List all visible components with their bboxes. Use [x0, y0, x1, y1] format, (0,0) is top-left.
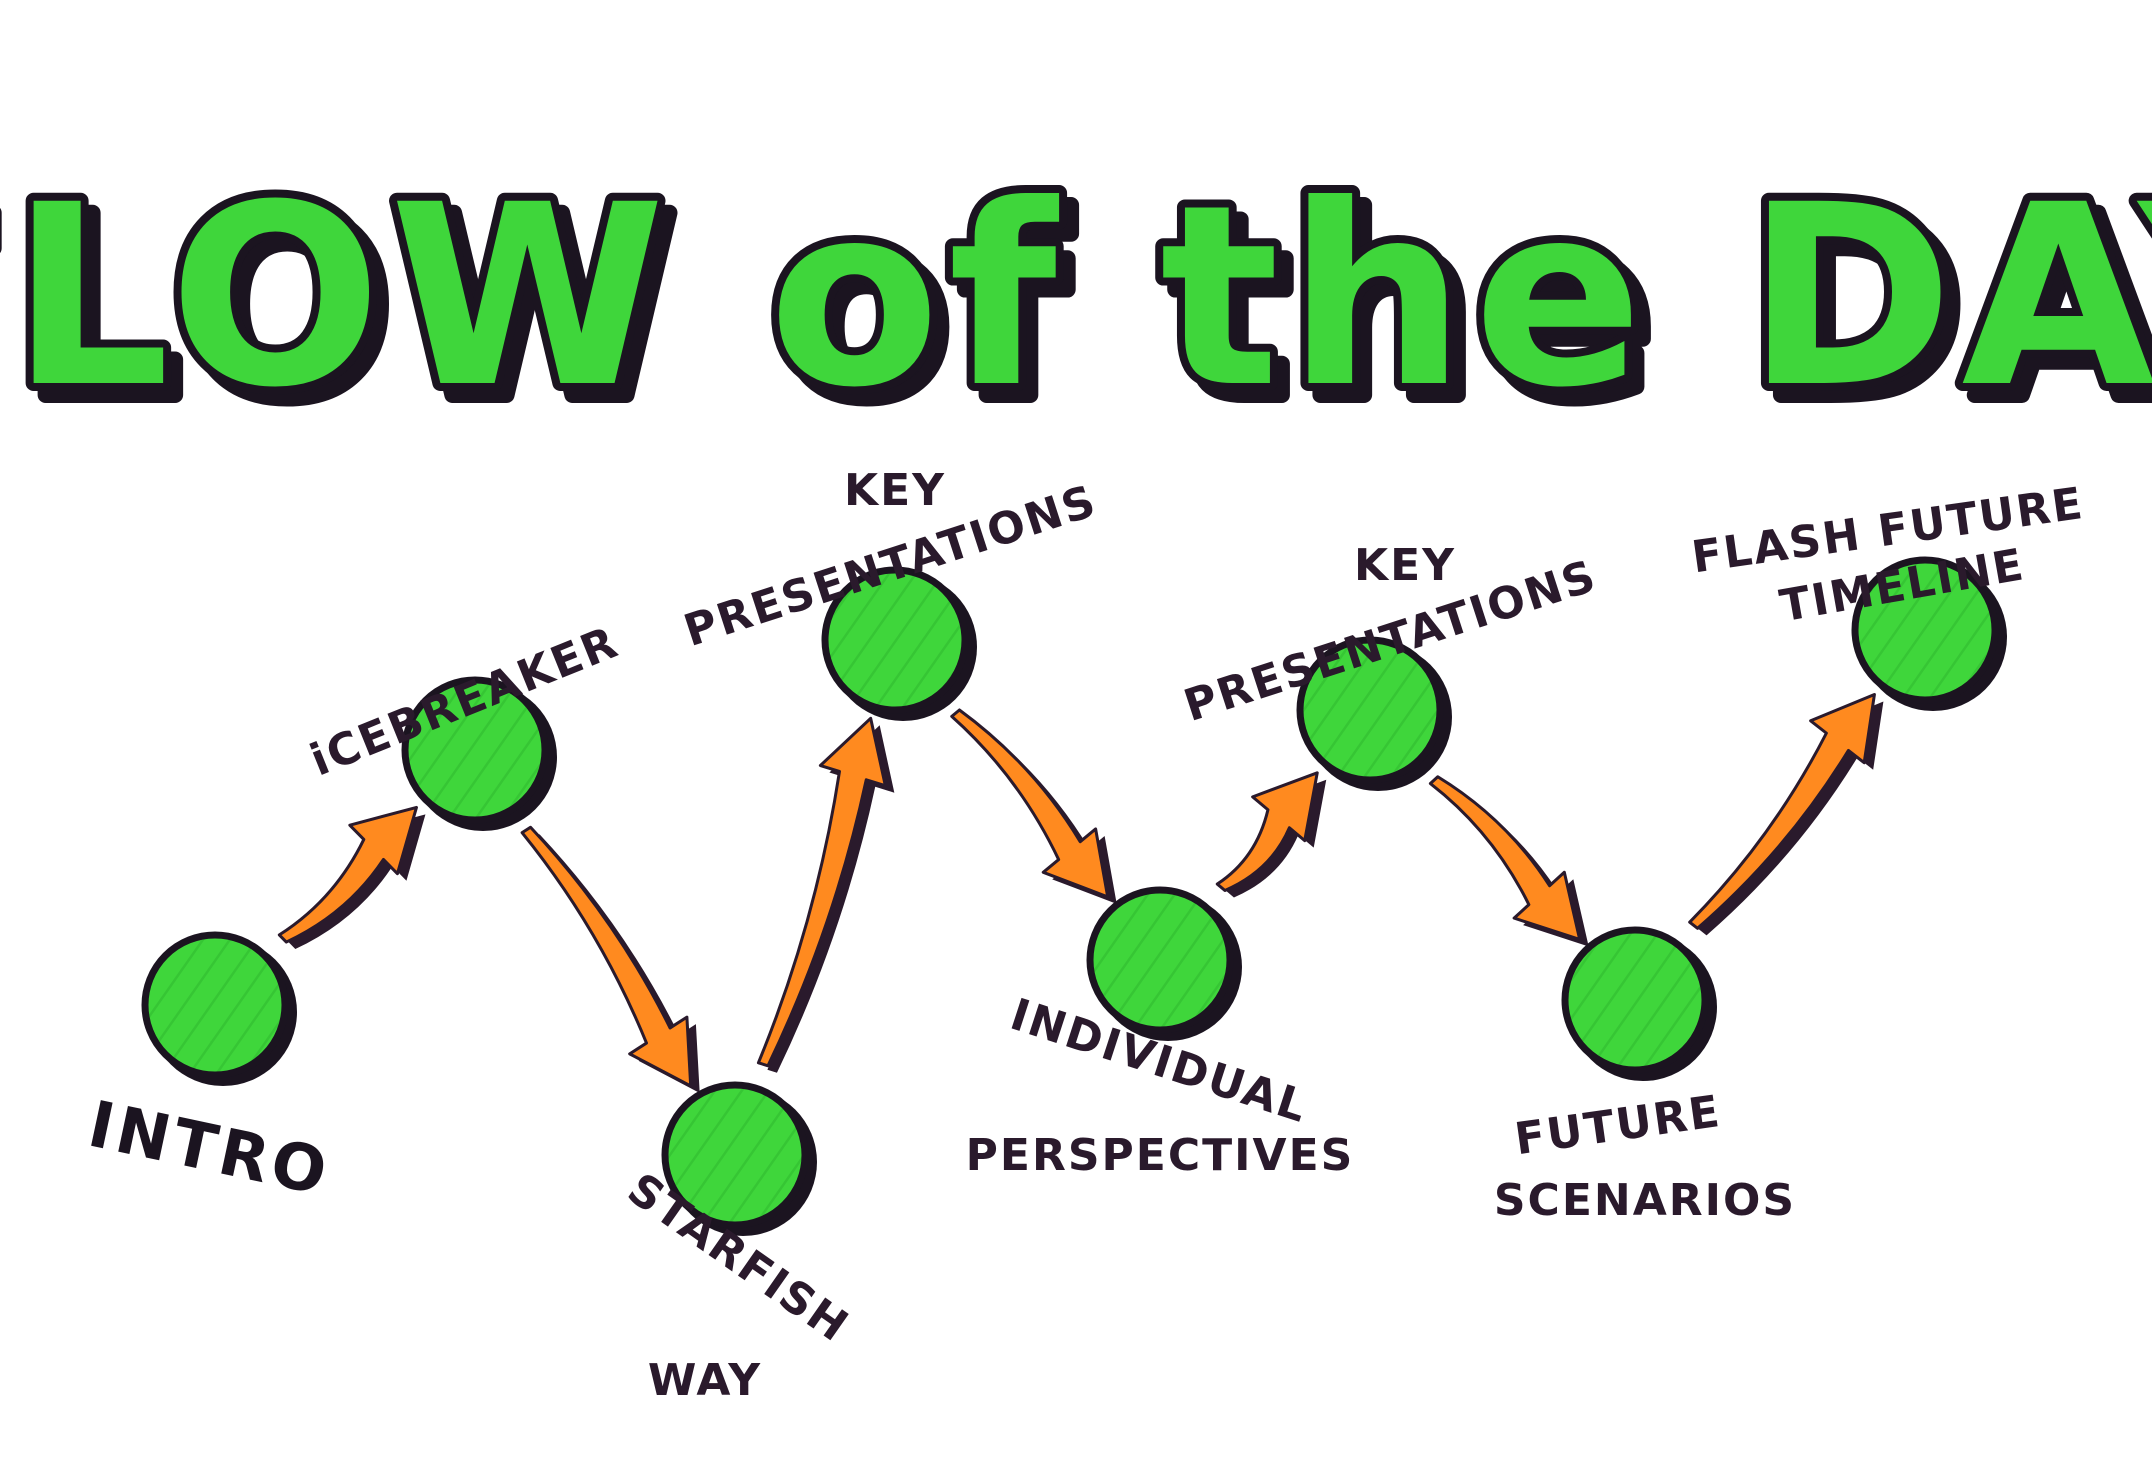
node-future-scenarios [1561, 926, 1717, 1081]
arrow-body [1215, 771, 1319, 892]
arrow-body [950, 708, 1110, 899]
node-label-intro: INTRO [82, 1088, 337, 1211]
node-starfish-way [661, 1081, 817, 1236]
arrow-body [756, 716, 887, 1068]
page-title: FLOW of the DAY [0, 151, 2152, 442]
node-circle [1561, 926, 1709, 1074]
arrow-body [520, 825, 693, 1088]
node-circle [401, 676, 549, 824]
node-label-future: FUTURE [1512, 1086, 1725, 1165]
node-key-presentations-2 [1296, 636, 1452, 791]
node-icebreaker [401, 676, 557, 831]
node-label-key-1: KEY [844, 465, 946, 516]
arrow-individual-perspectives-to-key-presentations-2 [1215, 771, 1327, 898]
node-label-way: WAY [648, 1355, 762, 1406]
arrow-starfish-way-to-key-presentations-1 [756, 716, 895, 1073]
title-group: FLOW of the DAY FLOW of the DAY [0, 143, 2152, 462]
node-circle [661, 1081, 809, 1229]
arrow-future-scenarios-to-flash-future-timeline [1688, 693, 1884, 936]
node-label-perspectives: PERSPECTIVES [966, 1130, 1355, 1181]
arrows-layer [277, 693, 1884, 1093]
node-label-key-2: KEY [1354, 540, 1456, 591]
arrow-body [1428, 775, 1582, 941]
arrow-intro-to-icebreaker [277, 805, 426, 950]
node-circle [1851, 556, 1999, 704]
arrow-key-presentations-1-to-individual-perspectives [950, 708, 1117, 904]
node-key-presentations-1 [821, 566, 977, 721]
labels-layer: INTRO iCEBREAKER STARFISH WAY KEY PRESEN… [82, 465, 2087, 1406]
node-circle [1296, 636, 1444, 784]
arrow-body [1688, 693, 1876, 930]
node-label-scenarios: SCENARIOS [1494, 1175, 1796, 1226]
arrow-key-presentations-2-to-future-scenarios [1428, 775, 1589, 947]
title-shadow: FLOW of the DAY [0, 163, 2152, 454]
node-intro [141, 931, 297, 1086]
node-circle [141, 931, 289, 1079]
node-individual-perspectives [1086, 886, 1242, 1041]
node-flash-future-timeline [1851, 556, 2007, 711]
arrow-body [277, 805, 418, 944]
nodes-layer [141, 556, 2007, 1236]
node-circle [1086, 886, 1234, 1034]
arrow-icebreaker-to-starfish-way [520, 825, 700, 1093]
node-circle [821, 566, 969, 714]
